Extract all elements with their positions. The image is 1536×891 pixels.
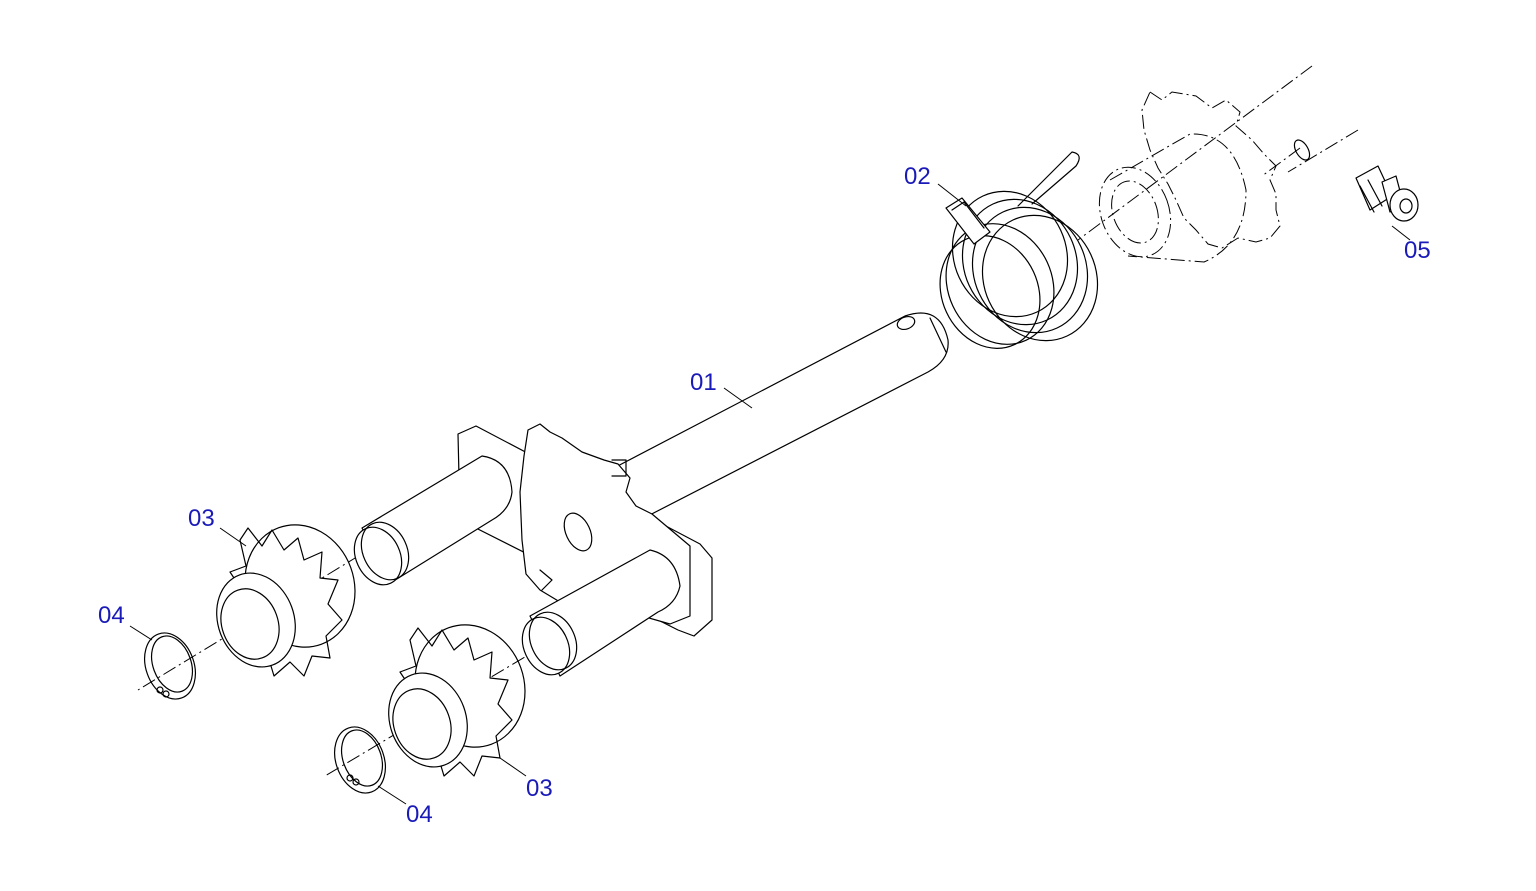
leader-lines [129, 183, 1411, 805]
callout-01: 01 [690, 369, 717, 396]
sprocket-lower [388, 624, 526, 777]
bracket-plate [353, 423, 713, 677]
callout-03-upper: 03 [188, 505, 215, 532]
phantom-sprocket-assembly [1098, 91, 1281, 263]
callout-05: 05 [1404, 237, 1431, 264]
callout-02: 02 [904, 163, 931, 190]
callout-labels: 01 02 03 03 04 04 05 [98, 163, 1431, 828]
callout-04-lower: 04 [406, 801, 433, 828]
main-shaft [609, 312, 949, 521]
callout-03-lower: 03 [526, 775, 553, 802]
retaining-ring-upper [144, 632, 196, 700]
callout-04-upper: 04 [98, 602, 125, 629]
sprocket-upper [216, 524, 356, 677]
retaining-ring-lower [334, 726, 386, 794]
grease-fitting [1293, 139, 1419, 222]
torsion-spring [939, 151, 1099, 349]
